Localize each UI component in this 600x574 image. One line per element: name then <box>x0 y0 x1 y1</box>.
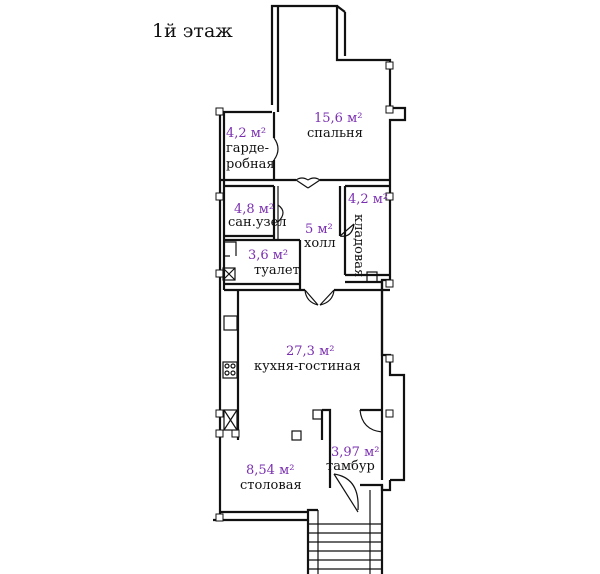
kitchen-living-name: кухня-гостиная <box>254 359 361 374</box>
room-kitchen-living: 27,3 м² кухня-гостиная <box>254 344 361 374</box>
dining-name: столовая <box>240 478 302 493</box>
bathroom-name: сан.узел <box>228 215 287 230</box>
room-pantry: 4,2 м² кладовая <box>348 192 388 277</box>
window-markers <box>215 61 394 522</box>
pantry-name: кладовая <box>351 214 366 277</box>
entrance-stairs <box>306 485 384 574</box>
room-toilet: 3,6 м² туалет <box>248 248 300 278</box>
room-hall: 5 м² холл <box>304 222 336 251</box>
pantry-area: 4,2 м² <box>348 192 388 207</box>
wardrobe-name-line2: робная <box>226 157 275 172</box>
wardrobe-area: 4,2 м² <box>226 126 266 141</box>
toilet-area: 3,6 м² <box>248 248 288 263</box>
exterior-walls <box>213 4 407 522</box>
room-wardrobe: 4,2 м² гарде- робная <box>226 126 275 172</box>
toilet-name: туалет <box>254 263 300 278</box>
hall-name: холл <box>304 236 336 251</box>
fixtures <box>222 241 378 441</box>
room-dining: 8,54 м² столовая <box>240 463 302 493</box>
room-vestibule: 3,97 м² тамбур <box>326 445 379 474</box>
interior-walls <box>220 112 390 488</box>
wardrobe-name-line1: гарде- <box>226 141 269 156</box>
kitchen-living-area: 27,3 м² <box>286 344 334 359</box>
floor-title: 1й этаж <box>152 20 233 42</box>
room-bathroom: 4,8 м² сан.узел <box>228 202 287 230</box>
bathroom-area: 4,8 м² <box>234 202 274 217</box>
doors <box>273 137 383 513</box>
bedroom-area: 15,6 м² <box>314 111 362 126</box>
vestibule-name: тамбур <box>326 459 375 474</box>
bedroom-name: спальня <box>307 126 363 141</box>
vestibule-area: 3,97 м² <box>331 445 379 460</box>
dining-area: 8,54 м² <box>246 463 294 478</box>
hall-area: 5 м² <box>305 222 333 237</box>
room-bedroom: 15,6 м² спальня <box>307 111 363 141</box>
